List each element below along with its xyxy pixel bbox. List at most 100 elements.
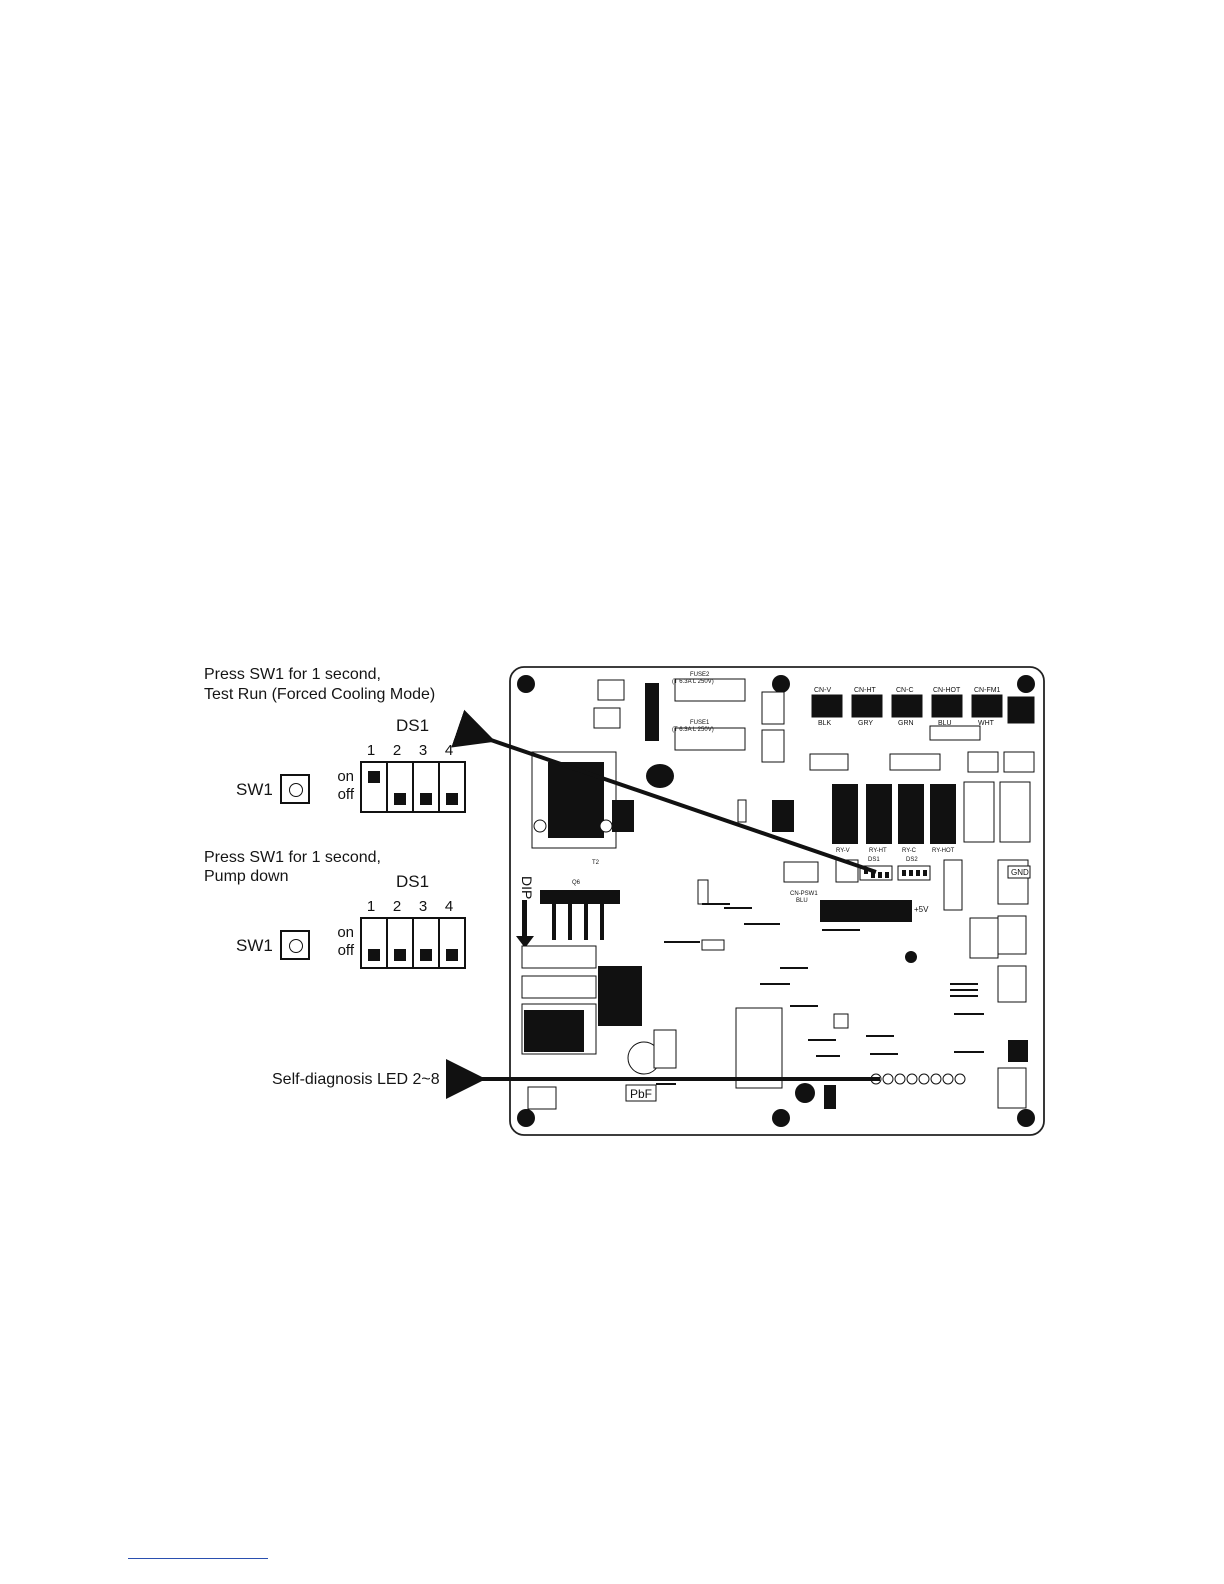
on-off-legend: on off (330, 924, 354, 960)
pbf-box (625, 1084, 657, 1102)
relay-ry-ht-label: RY-HT (869, 848, 887, 854)
connector-cn-v-label: CN-V (814, 687, 831, 694)
sw1-label: SW1 (236, 936, 273, 955)
ic-small (824, 1085, 836, 1109)
sw1-button[interactable] (280, 930, 310, 960)
dip-position-4: 4 (444, 742, 454, 759)
dip-toggle-icon (394, 949, 406, 961)
relay-ry-v-label: RY-V (836, 848, 850, 854)
ic-strip (820, 900, 912, 922)
on-off-legend: on off (330, 768, 354, 804)
board-ds2-label: DS2 (906, 857, 918, 863)
dip-position-4: 4 (444, 898, 454, 915)
sw1-knob-icon (289, 939, 303, 953)
middle-components (527, 799, 1029, 1110)
ds1-dip-switch[interactable] (360, 917, 466, 969)
self-diagnosis-leds (870, 1073, 966, 1085)
relay-ry-hot-label: RY-HOT (932, 848, 955, 854)
dip-position-3: 3 (418, 898, 428, 915)
on-label: on (337, 768, 354, 785)
ds1-dip-switch[interactable] (360, 761, 466, 813)
arrow-to-ds1 (451, 709, 877, 874)
off-label: off (337, 942, 354, 959)
dip-position-2: 2 (392, 898, 402, 915)
relays (832, 784, 956, 844)
dip-position-1: 1 (366, 898, 376, 915)
dip-arrow-shaft (522, 900, 527, 938)
gnd-label: GND (1011, 868, 1029, 877)
connector-cn-fm1-label: CN-FM1 (974, 687, 1001, 694)
dip-slot-4[interactable] (440, 763, 464, 811)
dip-toggle-icon (446, 793, 458, 805)
dip-slot-3[interactable] (414, 763, 440, 811)
fuse1-rating: (T 6.3A L 250V) (672, 727, 714, 733)
dip-toggle-icon (420, 949, 432, 961)
connector-cn-c-label: CN-C (896, 687, 914, 694)
connector-color-blk: BLK (818, 720, 832, 727)
capacitor-c27 (905, 951, 917, 963)
fuse2-label: FUSE2 (690, 672, 710, 678)
connector-cn-hot-label: CN-HOT (933, 687, 961, 694)
top-connectors (811, 694, 1035, 724)
off-label: off (337, 786, 354, 803)
q6-label: Q6 (572, 880, 581, 886)
capacitors-right (809, 725, 1031, 843)
sw1-button[interactable] (280, 774, 310, 804)
dip-slot-2[interactable] (388, 763, 414, 811)
board-dip-switches: DS1 DS2 (859, 857, 931, 881)
connector-color-grn: GRN (898, 720, 914, 727)
dip-slot-3[interactable] (414, 919, 440, 967)
test-run-instruction-line1: Press SW1 for 1 second, (204, 666, 381, 683)
varistors (593, 679, 1035, 773)
gnd-box (1007, 865, 1031, 879)
connector-color-wht: WHT (978, 720, 995, 727)
mounting-holes (517, 675, 1035, 1127)
ds1-label: DS1 (396, 872, 430, 891)
resistor-strokes (656, 903, 984, 1085)
fuse1-label: FUSE1 (690, 720, 710, 726)
pbf-label: PbF (630, 1087, 652, 1101)
dip-toggle-icon (394, 793, 406, 805)
dip-position-2: 2 (392, 742, 402, 759)
heatsink-q6: Q6 (540, 880, 620, 940)
board-ds1-label: DS1 (868, 857, 880, 863)
regulator-2 (772, 800, 794, 832)
inductor-lf1 (524, 1010, 584, 1052)
dip-arrow-head-icon (516, 936, 534, 948)
dip-slot-4[interactable] (440, 919, 464, 967)
relay-ry-c-label: RY-C (902, 848, 917, 854)
connector-color-gry: GRY (858, 720, 873, 727)
dip-position-1: 1 (366, 742, 376, 759)
blu-label: BLU (796, 898, 808, 904)
regulator (612, 800, 634, 832)
dip-slot-1[interactable] (362, 763, 388, 811)
capacitor-c27b (795, 1083, 815, 1103)
test-run-instruction-line2: Test Run (Forced Cooling Mode) (204, 686, 436, 703)
connector-color-blu: BLU (938, 720, 952, 727)
dip-label: DIP (519, 876, 535, 899)
dip-toggle-icon (368, 771, 380, 783)
ds1-label: DS1 (396, 716, 430, 735)
dip-position-numbers: 1 2 3 4 (358, 898, 462, 915)
dip-position-3: 3 (418, 742, 428, 759)
connector-cn-ht-label: CN-HT (854, 687, 876, 694)
plus5v-label: +5V (914, 905, 929, 914)
fuse2-rating: (T 6.3A L 250V) (672, 679, 714, 685)
t2-label: T2 (592, 860, 600, 866)
fuses (674, 678, 746, 751)
pump-down-instruction-line2: Pump down (204, 868, 289, 885)
self-diagnosis-label: Self-diagnosis LED 2~8 (272, 1071, 440, 1088)
top-connector-labels: CN-V CN-HT CN-C CN-HOT CN-FM1 BLK GRY GR… (814, 687, 1001, 727)
sw1-label: SW1 (236, 780, 273, 799)
black-component-j (645, 683, 659, 741)
on-label: on (337, 924, 354, 941)
dip-slot-2[interactable] (388, 919, 414, 967)
transformer-t2: T2 (531, 751, 617, 866)
capacitor-c51 (646, 764, 674, 788)
dip-toggle-icon (368, 949, 380, 961)
dip-toggle-icon (446, 949, 458, 961)
dip-slot-1[interactable] (362, 919, 388, 967)
sw1-knob-icon (289, 783, 303, 797)
dip-position-numbers: 1 2 3 4 (358, 742, 462, 759)
